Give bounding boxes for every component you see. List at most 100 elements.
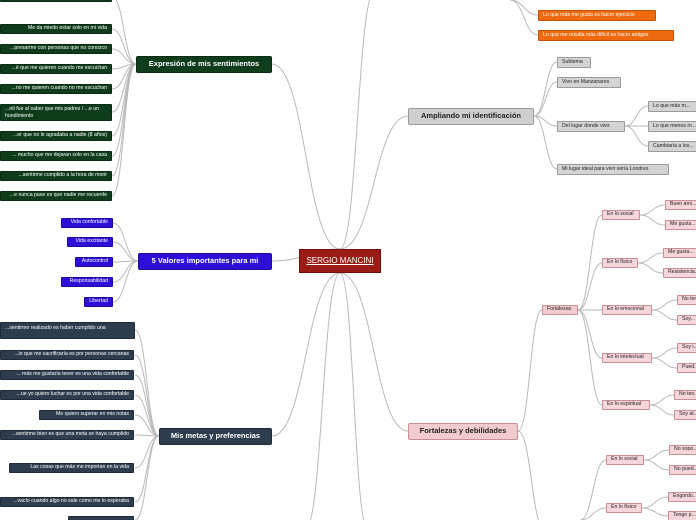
leaf-lugar-2[interactable]: Cambiaría a los... xyxy=(648,141,696,152)
link-expresion-2 xyxy=(111,48,137,65)
leaf-intelectual-1[interactable]: Pued... xyxy=(677,363,696,373)
leaf-espiritual-0[interactable]: No ten... xyxy=(674,390,696,400)
leaf-meta-4[interactable]: Me quiero superar en mis notas xyxy=(39,410,134,420)
leaf-valor-0[interactable]: Vida confortable xyxy=(61,218,113,228)
link-center-bottom-left xyxy=(309,272,341,520)
leaf-expresion-0[interactable] xyxy=(0,0,112,2)
link-center-bottom-right xyxy=(339,272,365,520)
link-fortalezas-sub xyxy=(517,309,543,432)
branch-ampliando[interactable]: Ampliando mi identificación xyxy=(408,108,534,125)
leaf-expresion-4[interactable]: ...no me quieren cuando no me escuchan xyxy=(0,84,112,94)
l-p0 xyxy=(649,394,675,406)
leaf-fisico-1[interactable]: Resistencia... xyxy=(663,268,696,278)
leaf-ampliando-subtema[interactable]: Subtema xyxy=(557,57,591,68)
l-p1 xyxy=(649,404,675,416)
link-lugar-2 xyxy=(624,125,649,147)
l-f0 xyxy=(637,252,664,264)
leaf-debil-social-0[interactable]: No sopo... xyxy=(669,445,696,455)
leaf-lugar-1[interactable]: Lo que menos m... xyxy=(648,121,696,132)
link-expresion-8 xyxy=(111,63,137,177)
group-emocional[interactable]: En lo emocional xyxy=(602,305,652,315)
leaf-expresion-6[interactable]: ...er que no le agradaba a nadie (8 años… xyxy=(0,131,112,141)
group-intelectual[interactable]: En lo intelectual xyxy=(602,353,652,363)
group-fisico[interactable]: En lo físico xyxy=(602,258,638,268)
leaf-social-1[interactable]: Me gusta... xyxy=(665,220,696,230)
leaf-meta-6[interactable]: Las cosas que más me importan en la vida xyxy=(9,463,134,473)
link-center-expresion xyxy=(271,63,341,250)
link-lugar-0 xyxy=(624,105,649,127)
leaf-meta-3[interactable]: ...ue yo quiero luchar es por una vida c… xyxy=(0,390,134,400)
leaf-expresion-5[interactable]: ...nti fue al saber que mis padres / ...… xyxy=(0,104,112,121)
l-i0 xyxy=(651,347,678,359)
leaf-ampliando-lugar[interactable]: Del lugar donde vivo: xyxy=(557,121,625,132)
l-df1 xyxy=(641,507,669,517)
leaf-top-1[interactable]: Lo que me resulta más difícil es hacer a… xyxy=(538,30,674,41)
l-s1 xyxy=(639,214,666,226)
link-debilidades xyxy=(517,430,540,520)
leaf-meta-8[interactable] xyxy=(68,516,134,520)
leaf-debil-fisico-1[interactable]: Tengo p... xyxy=(668,511,696,520)
leaf-debil-social-1[interactable]: No pued... xyxy=(669,465,696,475)
link-valor-4 xyxy=(112,260,139,303)
group-espiritual[interactable]: En lo espiritual xyxy=(602,400,650,410)
leaf-meta-1[interactable]: ...lo que me sacrificaría es por persona… xyxy=(0,350,134,360)
link-top-1 xyxy=(509,0,539,36)
leaf-valor-4[interactable]: Libertad xyxy=(84,297,113,307)
group-debil-social[interactable]: En lo social xyxy=(606,455,644,465)
branch-expresion-sentimientos[interactable]: Expresión de mis sentimientos xyxy=(136,56,272,73)
link-group-1 xyxy=(577,262,603,311)
leaf-ampliando-vivo[interactable]: Vivo en Manzanares xyxy=(557,77,621,88)
leaf-debil-fisico-0[interactable]: Engordo... xyxy=(668,492,696,502)
link-center-fortalezas xyxy=(339,272,409,432)
leaf-espiritual-1[interactable]: Soy at... xyxy=(674,410,696,420)
branch-metas[interactable]: Mis metas y preferencias xyxy=(159,428,272,445)
central-topic[interactable]: SERGIO MANCINI xyxy=(299,249,381,273)
link-group-3 xyxy=(577,309,603,359)
leaf-social-0[interactable]: Buen ami... xyxy=(665,200,696,210)
link-meta-6 xyxy=(134,435,160,469)
branch-valores[interactable]: 5 Valores importantes para mi xyxy=(138,253,272,270)
branch-fortalezas[interactable]: Fortalezas y debilidades xyxy=(408,423,518,440)
link-valor-1 xyxy=(112,241,139,262)
link-ampliando-0 xyxy=(533,61,558,117)
link-valor-3 xyxy=(112,260,139,283)
l-df0 xyxy=(641,496,669,509)
leaf-emocional-1[interactable]: Soy... xyxy=(677,315,696,325)
l-f1 xyxy=(637,262,664,274)
leaf-lugar-0[interactable]: Lo que más m... xyxy=(648,101,696,112)
leaf-intelectual-0[interactable]: Soy i... xyxy=(677,343,696,353)
leaf-meta-2[interactable]: ... más me gustaría tener es una vida co… xyxy=(0,370,134,380)
leaf-meta-0[interactable]: ...sentirme realizado es haber cumplido … xyxy=(0,322,135,339)
leaf-expresion-2[interactable]: ...presarme con personas que no conozco xyxy=(0,44,112,54)
link-valor-0 xyxy=(112,222,139,262)
leaf-ampliando-ideal[interactable]: Mi lugar ideal para vivir sería Londres xyxy=(557,164,669,175)
leaf-fisico-0[interactable]: Me gusta... xyxy=(663,248,696,258)
link-ampliando-3 xyxy=(533,115,558,170)
group-debil-fisico[interactable]: En lo físico xyxy=(606,503,642,513)
leaf-expresion-1[interactable]: Me da miedo estar solo en mi vida xyxy=(0,24,112,34)
leaf-valor-1[interactable]: Vida excitante xyxy=(67,237,113,247)
link-group-0 xyxy=(577,214,603,311)
link-meta-1 xyxy=(134,354,160,437)
link-meta-0 xyxy=(134,329,160,437)
leaf-top-0[interactable]: Lo que más me gusta es hacer ejercicio xyxy=(538,10,656,21)
link-center-metas xyxy=(271,272,341,437)
leaf-expresion-3[interactable]: ...é que me quieren cuando me escuchan xyxy=(0,64,112,74)
l-e1 xyxy=(651,309,678,321)
leaf-valor-2[interactable]: Autocontrol xyxy=(75,257,113,267)
leaf-meta-5[interactable]: ...sentirme bien es que una meta se haya… xyxy=(0,430,134,440)
l-dg0 xyxy=(579,459,607,520)
leaf-expresion-8[interactable]: ...sentirme cumplido a la hora de morir xyxy=(0,171,112,181)
leaf-meta-7[interactable]: ...vacío cuando algo no sale como me lo … xyxy=(0,497,134,507)
leaf-emocional-0[interactable]: No ten... xyxy=(677,295,696,305)
leaf-fortalezas-sub[interactable]: Fortalezas xyxy=(542,305,578,315)
link-expresion-1 xyxy=(111,28,137,65)
link-center-top xyxy=(339,0,371,250)
leaf-valor-3[interactable]: Responsabilidad xyxy=(61,277,113,287)
leaf-expresion-9[interactable]: ...e nunca pase es que nadie me recuerde xyxy=(0,191,112,201)
group-social[interactable]: En lo social xyxy=(602,210,640,220)
link-meta-5 xyxy=(134,434,160,437)
leaf-expresion-7[interactable]: ... mucho que me dejaran solo en la casa xyxy=(0,151,112,161)
